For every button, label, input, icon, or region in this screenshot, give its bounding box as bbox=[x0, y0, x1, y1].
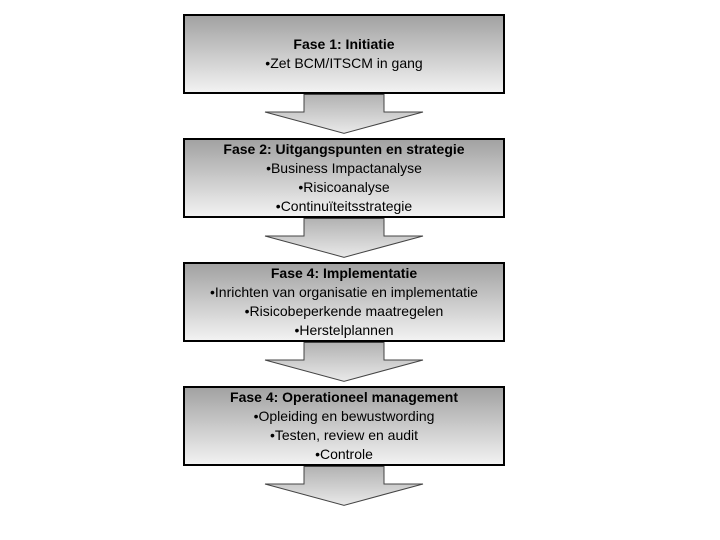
phase-title: Fase 2: Uitgangspunten en strategie bbox=[223, 141, 465, 157]
bullet-marker: • bbox=[210, 284, 215, 300]
phase-box-2: Fase 2: Uitgangspunten en strategie •Bus… bbox=[183, 138, 505, 218]
bullet-marker: • bbox=[265, 55, 271, 71]
bullet-item: •Controle bbox=[185, 445, 503, 464]
bullet-text: Herstelplannen bbox=[299, 322, 394, 338]
bullet-text: Testen, review en audit bbox=[274, 427, 419, 443]
phase-title: Fase 4: Operationeel management bbox=[230, 389, 458, 405]
bullet-marker: • bbox=[253, 408, 259, 424]
phase-title: Fase 4: Implementatie bbox=[270, 265, 418, 281]
bullet-item: •Inrichten van organisatie en implementa… bbox=[185, 283, 503, 302]
bullet-marker: • bbox=[269, 427, 275, 443]
bullet-marker: • bbox=[266, 160, 271, 176]
bullet-item: •Risicoanalyse bbox=[185, 178, 503, 197]
bullet-marker: • bbox=[244, 303, 250, 319]
bullet-marker: • bbox=[294, 322, 300, 338]
bullet-text: Opleiding en bewustwording bbox=[258, 408, 435, 424]
bullet-item: •Zet BCM/ITSCM in gang bbox=[185, 54, 503, 73]
phase-box-4: Fase 4: Operationeel management •Opleidi… bbox=[183, 386, 505, 466]
bullet-text: Zet BCM/ITSCM in gang bbox=[270, 55, 423, 71]
phase-box-1: Fase 1: Initiatie •Zet BCM/ITSCM in gang bbox=[183, 14, 505, 94]
down-arrow-icon bbox=[264, 342, 424, 382]
bullet-text: Inrichten van organisatie en implementat… bbox=[214, 284, 478, 300]
bullet-text: Controle bbox=[319, 446, 373, 462]
down-arrow-icon bbox=[264, 94, 424, 134]
bullet-text: Risicobeperkende maatregelen bbox=[249, 303, 444, 319]
bullet-item: •Opleiding en bewustwording bbox=[185, 407, 503, 426]
bullet-marker: • bbox=[315, 446, 320, 462]
flowchart: Fase 1: Initiatie •Zet BCM/ITSCM in gang… bbox=[183, 14, 505, 510]
bullet-item: •Testen, review en audit bbox=[185, 426, 503, 445]
bullet-item: •Herstelplannen bbox=[185, 321, 503, 340]
bullet-text: Business Impactanalyse bbox=[270, 160, 422, 176]
bullet-marker: • bbox=[298, 179, 304, 195]
bullet-text: Risicoanalyse bbox=[303, 179, 390, 195]
bullet-item: •Business Impactanalyse bbox=[185, 159, 503, 178]
down-arrow-icon bbox=[264, 466, 424, 506]
bullet-item: •Continuïteitsstrategie bbox=[185, 197, 503, 216]
bullet-item: •Risicobeperkende maatregelen bbox=[185, 302, 503, 321]
down-arrow-icon bbox=[264, 218, 424, 258]
bullet-marker: • bbox=[275, 198, 281, 214]
bullet-text: Continuïteitsstrategie bbox=[280, 198, 413, 214]
phase-title: Fase 1: Initiatie bbox=[293, 36, 395, 52]
phase-box-3: Fase 4: Implementatie •Inrichten van org… bbox=[183, 262, 505, 342]
